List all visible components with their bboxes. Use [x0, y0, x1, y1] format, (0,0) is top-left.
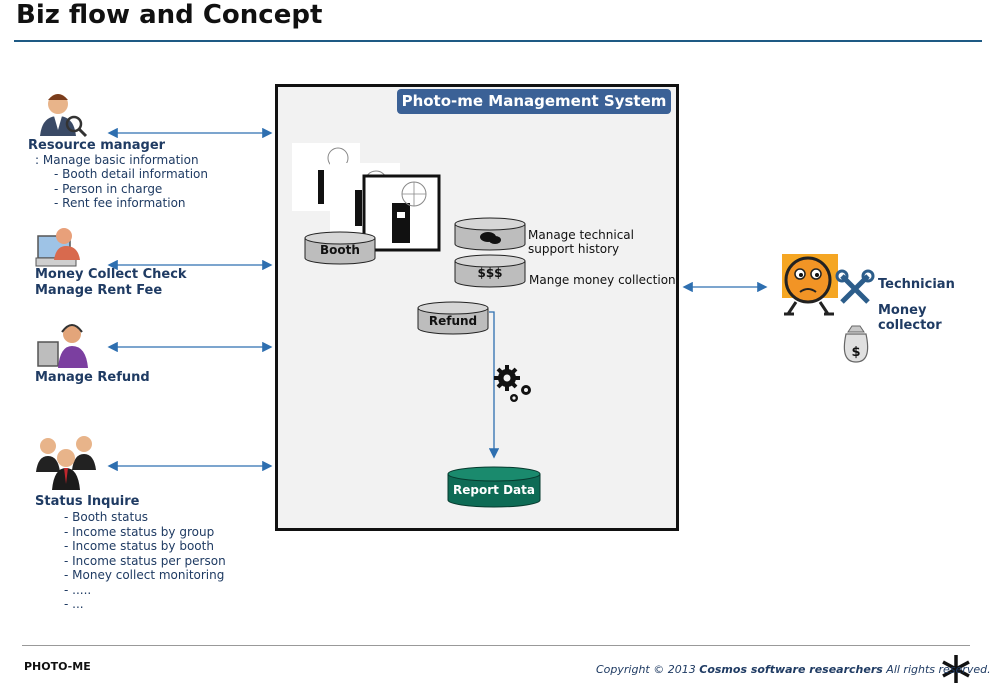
- status-line: - ...: [64, 597, 84, 611]
- report-database-icon: [447, 466, 541, 508]
- manage-refund-label: Manage Refund: [35, 370, 150, 385]
- resource-manager-line: : Manage basic information: [35, 153, 199, 167]
- status-inquire-title: Status Inquire: [35, 494, 140, 509]
- booth-label: Booth: [320, 243, 360, 257]
- footer-brand: PHOTO-ME: [24, 660, 91, 673]
- money-collect-label: Money Collect Check: [35, 267, 187, 282]
- title-divider: [14, 40, 982, 42]
- status-line: - .....: [64, 583, 92, 597]
- resource-manager-line: - Booth detail information: [54, 167, 208, 181]
- resource-manager-line: - Person in charge: [54, 182, 163, 196]
- refund-to-report-arrow: [488, 311, 500, 459]
- resource-manager-line: - Rent fee information: [54, 196, 186, 210]
- booth-cards-icon: [292, 143, 441, 252]
- status-line: - Booth status: [64, 510, 149, 524]
- rent-fee-label: Manage Rent Fee: [35, 283, 163, 298]
- money-database-icon: [454, 254, 526, 288]
- money-collector-label: Money collector: [878, 303, 942, 333]
- support-database-icon: [454, 217, 526, 251]
- money-bag-icon: $: [843, 325, 869, 363]
- system-title: Photo-me Management System: [397, 89, 671, 114]
- technician-label: Technician: [878, 277, 955, 292]
- copyright-year: 2013: [667, 663, 696, 676]
- refund-database-icon: [417, 301, 489, 335]
- refund-avatar-icon: [37, 324, 88, 368]
- rights-text: All rights reserved.: [886, 663, 991, 676]
- support-label: Manage technical support history: [528, 228, 634, 256]
- gears-icon: [494, 365, 531, 402]
- status-line: - Income status per person: [64, 554, 226, 568]
- report-data-label: Report Data: [453, 483, 535, 497]
- resource-manager-avatar-icon: [40, 94, 88, 138]
- company-logo-icon: [942, 655, 970, 683]
- status-line: - Money collect monitoring: [64, 568, 225, 582]
- status-line: - Income status by booth: [64, 539, 214, 553]
- tools-icon: [835, 269, 875, 304]
- status-group-avatar-icon: [36, 436, 96, 490]
- svg-text:$: $: [851, 345, 860, 360]
- money-collect-avatar-icon: [35, 228, 80, 267]
- money-db-label: $$$: [477, 266, 503, 280]
- company-name: Cosmos software researchers: [699, 663, 883, 676]
- refund-db-label: Refund: [428, 314, 478, 328]
- status-line: - Income status by group: [64, 525, 215, 539]
- copyright-prefix: Copyright: [596, 663, 650, 676]
- page-title: Biz flow and Concept: [16, 0, 323, 30]
- money-collection-label: Mange money collection: [529, 273, 676, 287]
- booth-database-icon: [304, 231, 376, 265]
- footer-divider: [22, 645, 970, 646]
- footer-copyright: Copyright © 2013 Cosmos software researc…: [596, 663, 991, 676]
- technician-cartoon-icon: [782, 254, 838, 316]
- resource-manager-title: Resource manager: [28, 138, 166, 153]
